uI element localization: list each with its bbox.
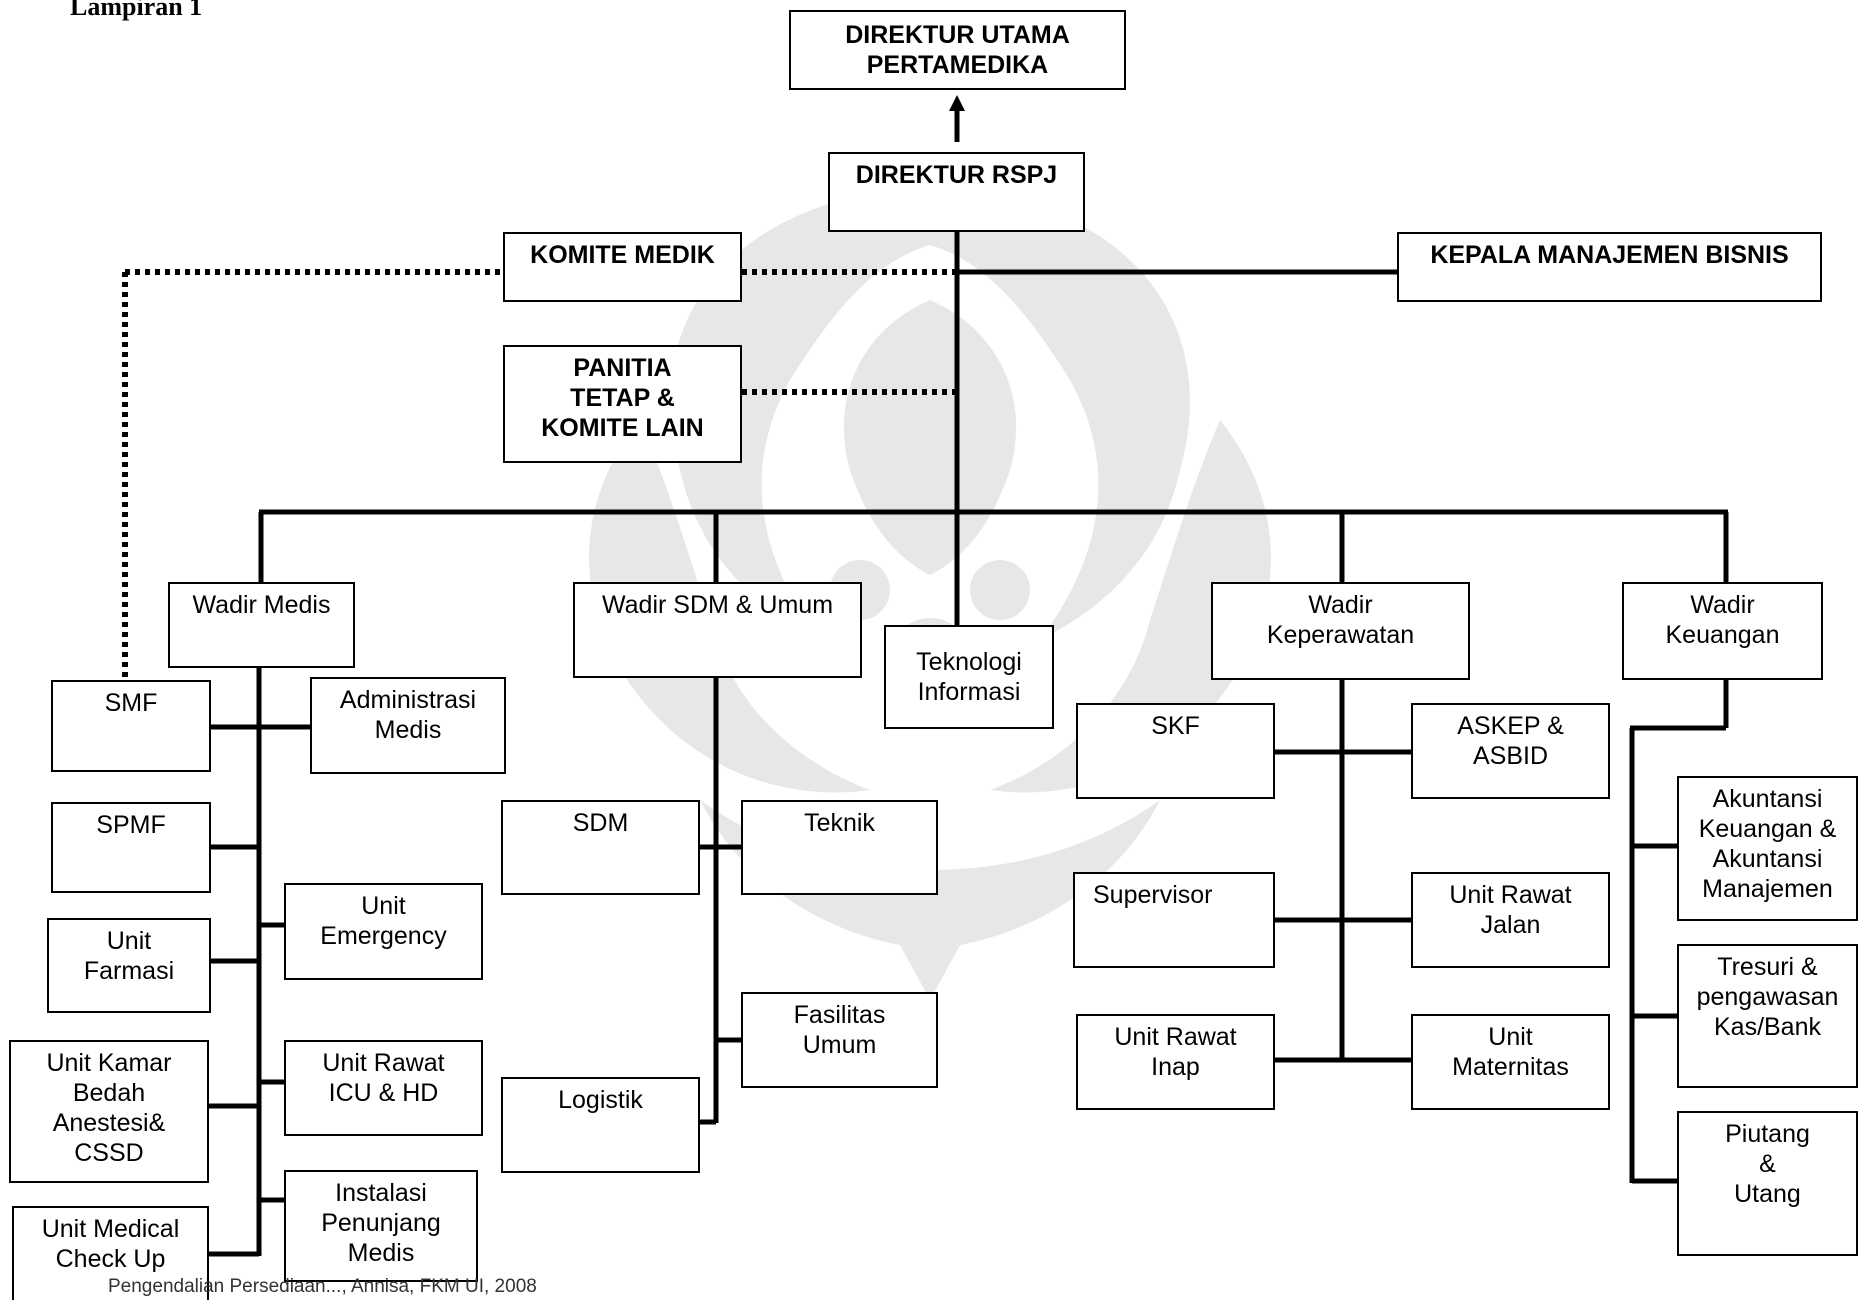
box-akuntansi: Akuntansi Keuangan & Akuntansi Manajemen (1677, 776, 1858, 921)
box-instalasi-penunjang-medis: Instalasi Penunjang Medis (284, 1170, 478, 1282)
box-wadir-sdm-umum: Wadir SDM & Umum (573, 582, 862, 678)
box-direktur-utama: DIREKTUR UTAMA PERTAMEDIKA (789, 10, 1126, 90)
box-unit-rawat-inap: Unit Rawat Inap (1076, 1014, 1275, 1110)
box-panitia-tetap: PANITIA TETAP & KOMITE LAIN (503, 345, 742, 463)
footer-citation: Pengendalian Persediaan..., Annisa, FKM … (108, 1276, 537, 1297)
box-wadir-keuangan: Wadir Keuangan (1622, 582, 1823, 680)
box-administrasi-medis: Administrasi Medis (310, 677, 506, 774)
box-unit-farmasi: Unit Farmasi (47, 918, 211, 1013)
box-spmf: SPMF (51, 802, 211, 893)
box-wadir-medis: Wadir Medis (168, 582, 355, 668)
box-sdm: SDM (501, 800, 700, 895)
box-teknologi-informasi: Teknologi Informasi (884, 625, 1054, 729)
box-smf: SMF (51, 680, 211, 772)
box-unit-rawat-jalan: Unit Rawat Jalan (1411, 872, 1610, 968)
box-supervisor: Supervisor (1073, 872, 1275, 968)
box-teknik: Teknik (741, 800, 938, 895)
box-logistik: Logistik (501, 1077, 700, 1173)
box-kepala-manajemen-bisnis: KEPALA MANAJEMEN BISNIS (1397, 232, 1822, 302)
box-wadir-keperawatan: Wadir Keperawatan (1211, 582, 1470, 680)
box-unit-medical-check-up: Unit Medical Check Up (12, 1206, 209, 1300)
box-askep-asbid: ASKEP & ASBID (1411, 703, 1610, 799)
box-fasilitas-umum: Fasilitas Umum (741, 992, 938, 1088)
box-piutang-utang: Piutang & Utang (1677, 1111, 1858, 1256)
box-unit-emergency: Unit Emergency (284, 883, 483, 980)
box-unit-rawat-icu: Unit Rawat ICU & HD (284, 1040, 483, 1136)
box-unit-kamar-bedah: Unit Kamar Bedah Anestesi& CSSD (9, 1040, 209, 1183)
box-direktur-rspj: DIREKTUR RSPJ (828, 152, 1085, 232)
box-tresuri: Tresuri & pengawasan Kas/Bank (1677, 944, 1858, 1088)
box-skf: SKF (1076, 703, 1275, 799)
box-komite-medik: KOMITE MEDIK (503, 232, 742, 302)
box-unit-maternitas: Unit Maternitas (1411, 1014, 1610, 1110)
lampiran-label: Lampiran 1 (70, 0, 203, 21)
